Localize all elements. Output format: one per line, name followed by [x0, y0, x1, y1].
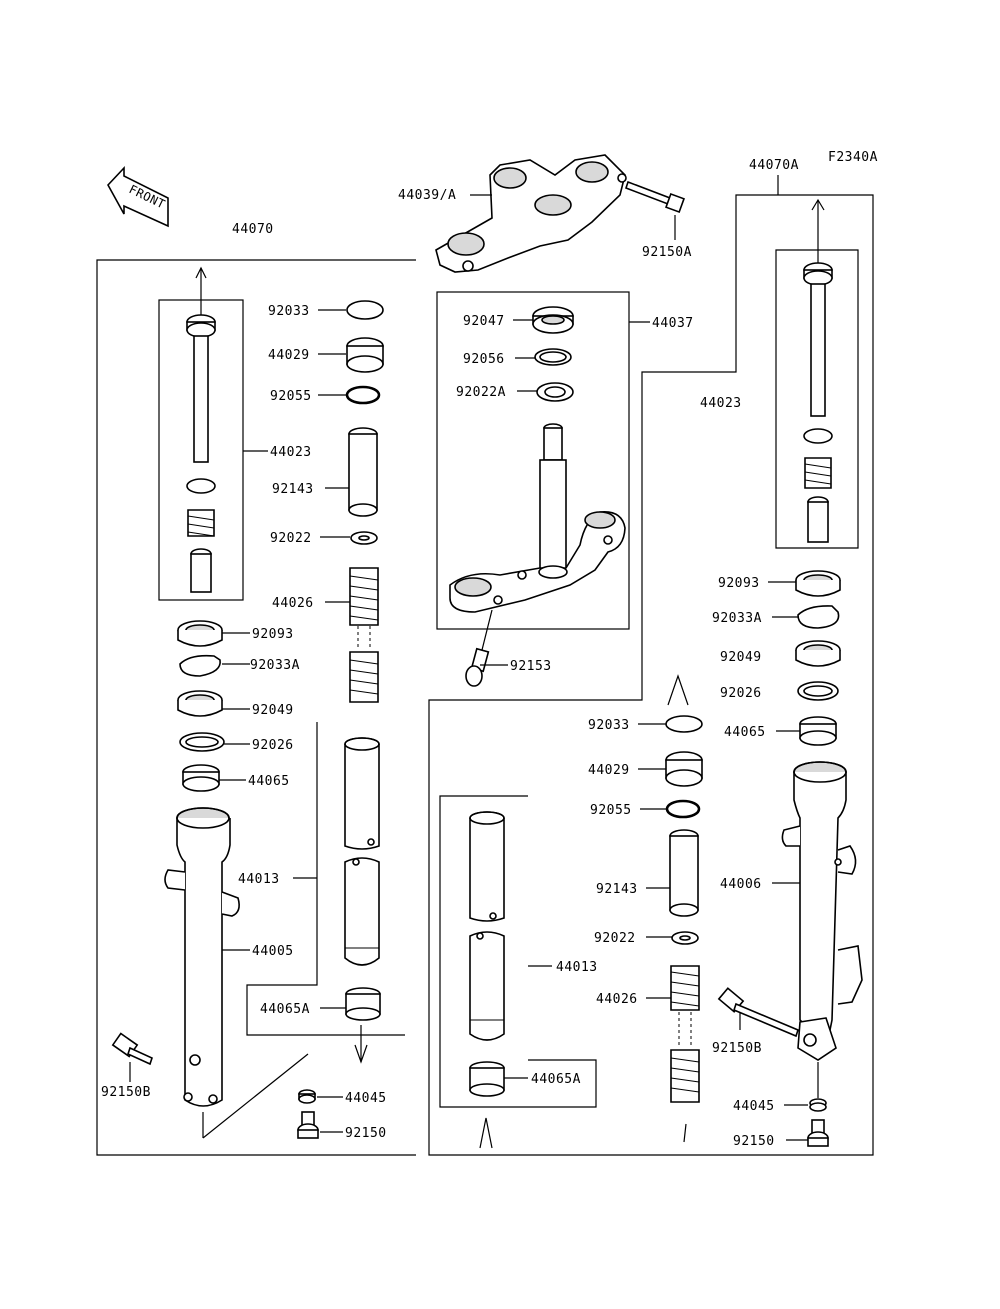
front-arrow-icon: FRONT: [107, 165, 169, 228]
label-C92055: 92055: [590, 803, 632, 818]
label-44039A: 44039/A: [398, 188, 456, 203]
label-L92150: 92150: [345, 1126, 387, 1141]
label-92047: 92047: [463, 314, 505, 329]
oil-seal-92049-left: [177, 690, 223, 717]
figure-code: F2340A: [828, 150, 878, 165]
spring-seat-44029-center: [665, 751, 703, 787]
bolt-92150-right: [807, 1119, 829, 1147]
damper-rod-44023-left: [186, 314, 216, 593]
damper-rod-44023-right: [803, 262, 833, 543]
label-C44029: 44029: [588, 763, 630, 778]
label-C44013: 44013: [556, 960, 598, 975]
inner-tube-44013-left: [344, 737, 380, 966]
bushing-44065-right: [799, 716, 837, 746]
label-R92049: 92049: [720, 650, 762, 665]
label-R92033A: 92033A: [712, 611, 762, 626]
label-92022A: 92022A: [456, 385, 506, 400]
label-C92033: 92033: [588, 718, 630, 733]
washer-44045-left: [298, 1089, 316, 1104]
label-R44023: 44023: [700, 396, 742, 411]
label-L44026: 44026: [272, 596, 314, 611]
label-L92143: 92143: [272, 482, 314, 497]
spacer-92143-center: [669, 829, 699, 917]
fork-spring-44026-left: [349, 567, 379, 703]
label-C92022: 92022: [594, 931, 636, 946]
label-C44026: 44026: [596, 992, 638, 1007]
label-L44065A: 44065A: [260, 1002, 310, 1017]
label-92150A: 92150A: [642, 245, 692, 260]
label-R44045: 44045: [733, 1099, 775, 1114]
oil-seal-92093-left: [177, 620, 223, 647]
inner-tube-44013-center: [469, 811, 505, 1041]
label-L92033: 92033: [268, 304, 310, 319]
washer-44045-right: [809, 1098, 827, 1112]
upper-bracket-44039: [435, 154, 627, 273]
label-92056: 92056: [463, 352, 505, 367]
outer-tube-44005-left: [164, 807, 240, 1107]
fork-spring-44026-center: [670, 965, 700, 1143]
label-L44005: 44005: [252, 944, 294, 959]
label-L92049: 92049: [252, 703, 294, 718]
steering-stem-44037: [449, 423, 626, 613]
label-44037: 44037: [652, 316, 694, 331]
bolt-92150B-left: [111, 1032, 153, 1066]
label-L92033A: 92033A: [250, 658, 300, 673]
label-44070: 44070: [232, 222, 274, 237]
bushing-44065A-center: [469, 1061, 505, 1097]
bolt-92153: [465, 609, 493, 687]
label-L44013: 44013: [238, 872, 280, 887]
spacer-92143-left: [348, 427, 378, 517]
label-L92055: 92055: [270, 389, 312, 404]
bushing-44065A-left: [345, 987, 381, 1021]
label-R92150: 92150: [733, 1134, 775, 1149]
label-L44023: 44023: [270, 445, 312, 460]
label-R92150B: 92150B: [712, 1041, 762, 1056]
spring-seat-44029-left: [346, 337, 384, 373]
oil-seal-92049-right: [795, 640, 841, 667]
oil-seal-92093-right: [795, 570, 841, 597]
label-L44045: 44045: [345, 1091, 387, 1106]
label-L92093: 92093: [252, 627, 294, 642]
label-L92150B: 92150B: [101, 1085, 151, 1100]
label-C44065A: 44065A: [531, 1072, 581, 1087]
bolt-92150A: [624, 180, 685, 213]
label-L44065: 44065: [248, 774, 290, 789]
bushing-44065-left: [182, 764, 220, 792]
label-92153: 92153: [510, 659, 552, 674]
label-R44006: 44006: [720, 877, 762, 892]
label-L92022: 92022: [270, 531, 312, 546]
label-R92093: 92093: [718, 576, 760, 591]
bolt-92150B-right: [717, 987, 799, 1038]
stem-nut-92047: [532, 306, 574, 334]
outer-tube-44006-right: [781, 761, 863, 1061]
label-L92026: 92026: [252, 738, 294, 753]
label-L44029: 44029: [268, 348, 310, 363]
bolt-92150-left: [297, 1111, 319, 1139]
label-C92143: 92143: [596, 882, 638, 897]
label-44070A: 44070A: [749, 158, 799, 173]
label-R92026: 92026: [720, 686, 762, 701]
label-R44065: 44065: [724, 725, 766, 740]
